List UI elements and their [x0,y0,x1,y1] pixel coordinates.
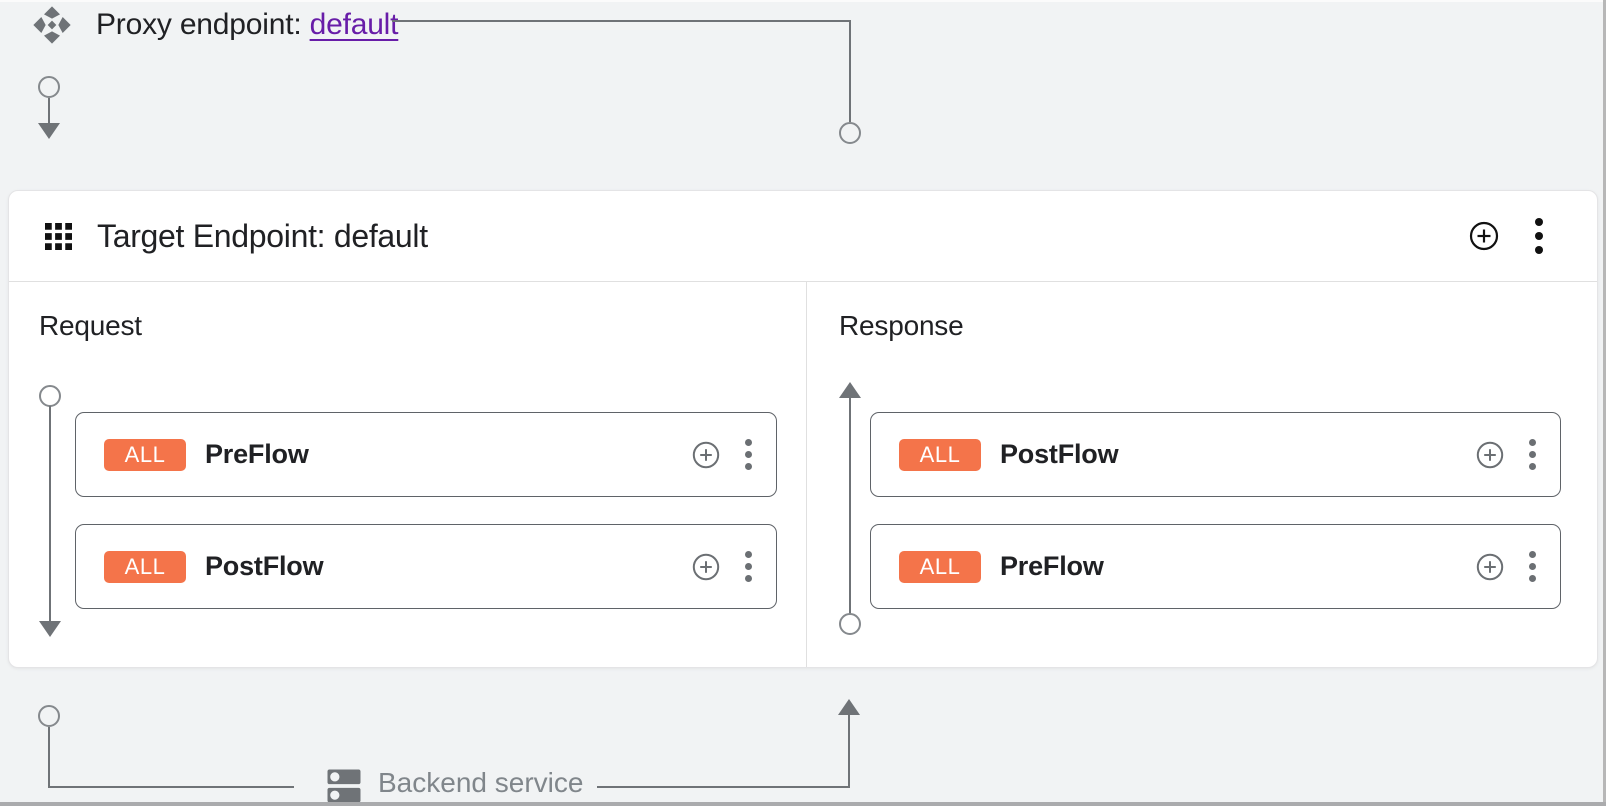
flow-name: PreFlow [205,439,309,469]
panel-divider [806,282,807,667]
condition-badge: ALL [104,438,186,471]
request-rail-start-node [39,385,61,407]
plus-circle-icon [1476,441,1504,468]
backend-connector-left-vertical [48,727,50,787]
target-endpoint-body: Request ALL PreFlow [9,282,1597,667]
backend-connector-right-horizontal [597,786,850,788]
backend-service-node: Backend service [322,764,583,806]
window-top-edge [0,0,1606,2]
entry-rail-start-node [38,76,60,98]
grid-icon [45,222,72,250]
flow-more-menu-button[interactable] [1529,439,1536,470]
backend-connector-right-vertical [848,714,850,787]
entry-rail-arrow-down-icon [38,123,60,139]
backend-service-icon [327,769,361,803]
backend-return-arrow-up-icon [838,699,860,715]
condition-badge: ALL [899,438,981,471]
plus-circle-icon [692,441,720,468]
flow-name: PostFlow [205,551,324,581]
flow-more-menu-button[interactable] [745,551,752,582]
flow-more-menu-button[interactable] [1529,551,1536,582]
backend-connector-left-horizontal [48,786,294,788]
backend-service-label: Backend service [378,767,584,798]
request-rail-arrow-down-icon [39,621,61,637]
kebab-menu-icon [1529,551,1536,582]
connector-proxy-vertical [849,20,851,122]
response-panel-title: Response [839,310,964,341]
endpoint-more-menu-button[interactable] [1535,218,1543,254]
condition-badge: ALL [104,550,186,583]
window-bottom-edge [0,802,1606,806]
plus-circle-icon [692,553,720,580]
add-policy-button[interactable] [692,441,720,469]
response-rail-arrow-up-icon [839,382,861,398]
request-rail-line [49,406,51,622]
response-postflow-card[interactable]: ALL PostFlow [870,412,1561,497]
add-policy-button[interactable] [692,553,720,581]
proxy-endpoint-node: Proxy endpoint: default [32,5,398,45]
target-endpoint-header: Target Endpoint: default [9,191,1597,282]
proxy-endpoint-label-text: Proxy endpoint: [96,8,302,41]
add-policy-button[interactable] [1476,553,1504,581]
kebab-menu-icon [1529,439,1536,470]
connector-endpoint-node [839,122,861,144]
condition-badge: ALL [899,550,981,583]
request-postflow-card[interactable]: ALL PostFlow [75,524,777,609]
entry-rail-line [48,98,50,124]
proxy-endpoint-label: Proxy endpoint: default [96,8,398,42]
proxy-endpoint-default-link[interactable]: default [309,8,399,41]
request-panel-title: Request [39,310,142,341]
response-preflow-card[interactable]: ALL PreFlow [870,524,1561,609]
plus-circle-icon [1469,221,1499,251]
target-endpoint-actions [1469,218,1543,254]
response-rail-line [849,397,851,615]
add-endpoint-button[interactable] [1469,221,1499,251]
flow-name: PostFlow [1000,439,1119,469]
kebab-menu-icon [745,439,752,470]
flow-more-menu-button[interactable] [745,439,752,470]
request-exit-node [38,705,60,727]
window-right-edge [1603,0,1606,806]
request-preflow-card[interactable]: ALL PreFlow [75,412,777,497]
kebab-menu-icon [1535,218,1543,254]
add-policy-button[interactable] [1476,441,1504,469]
kebab-menu-icon [745,551,752,582]
plus-circle-icon [1476,553,1504,580]
connector-proxy-horizontal [392,20,851,22]
proxy-endpoint-icon [33,6,71,44]
target-endpoint-title: Target Endpoint: default [97,217,428,254]
flow-name: PreFlow [1000,551,1104,581]
target-endpoint-card: Target Endpoint: default Request [8,190,1598,668]
response-rail-end-node [839,613,861,635]
